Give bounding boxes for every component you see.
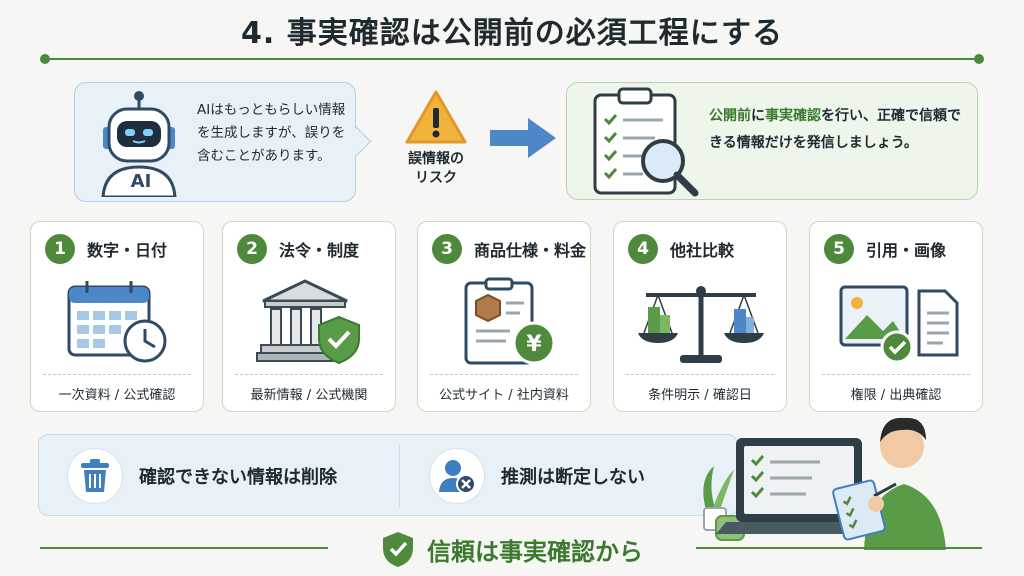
warning-icon [405,90,467,144]
card-product-spec-price: 3 商品仕様・料金 ¥ 公式サイト / 社内資料 [417,221,591,412]
robot-icon [101,91,177,197]
card-footnote: 権限 / 出典確認 [850,388,942,403]
rule-delete-text: 確認できない情報は削除 [139,467,337,488]
footer-rule-right [696,547,982,549]
card-title: 数字・日付 [87,241,168,260]
card-numbers-dates: 1 数字・日付 一次資料 / 公式確認 [30,221,204,412]
card-number: 5 [824,234,854,264]
trash-icon [81,459,109,492]
card-divider [43,374,191,375]
card-divider [626,374,774,375]
card-laws-systems: 2 法令・制度 最新情報 / 公式機関 [222,221,396,412]
card-number: 1 [45,234,75,264]
rule-no-speculation-text: 推測は断定しない [501,467,645,488]
card-divider [430,374,578,375]
ai-panel: AI AIはもっともらしい情報を生成しますが、誤りを含むことがあります。 [74,82,356,202]
card-title: 他社比較 [670,241,735,260]
risk-label: 誤情報の リスク [408,151,464,186]
card-title: 商品仕様・料金 [474,241,587,260]
risk-block: 誤情報の リスク [396,88,476,200]
card-footnote: 最新情報 / 公式機関 [250,388,368,403]
highlight-before-publish: 公開前 [709,108,751,124]
fact-check-panel: 公開前に事実確認を行い、正確で信頼できる情報だけを発信しましょう。 [566,82,978,200]
card-citations-images: 5 引用・画像 権限 / 出典確認 [809,221,983,412]
card-number: 2 [237,234,267,264]
robot-ai-label: AI [130,171,152,192]
person-reviewing-illustration [703,417,946,550]
fact-check-text: 公開前に事実確認を行い、正確で信頼できる情報だけを発信しましょう。 [709,103,971,157]
balance-scale-icon [638,286,764,363]
page-title: 4. 事実確認は公開前の必須工程にする [240,16,783,51]
card-number: 3 [432,234,462,264]
spec-sheet-yen-icon: ¥ [464,277,556,365]
card-competitor-comparison: 4 他社比較 条件明示 / 確認日 [613,221,787,412]
shield-check-icon [383,532,413,567]
card-number: 4 [628,234,658,264]
ai-warning-text: AIはもっともらしい情報を生成しますが、誤りを含むことがあります。 [197,102,346,164]
rules-banner: 確認できない情報は削除 推測は断定しない [38,434,738,516]
title-divider [40,54,984,64]
card-footnote: 一次資料 / 公式確認 [58,388,176,403]
rule-delete-unverified: 確認できない情報は削除 [67,448,337,504]
card-footnote: 公式サイト / 社内資料 [439,388,569,403]
footer-rule-left [40,547,328,549]
highlight-fact-check: 事実確認 [765,108,821,124]
rule-no-speculation: 推測は断定しない [429,448,645,504]
government-building-shield-icon [256,279,360,365]
clipboard-magnifier-icon [593,87,699,197]
image-document-icon [839,285,959,364]
card-title: 法令・制度 [279,241,360,260]
svg-text:¥: ¥ [526,332,542,357]
footer-slogan: 信頼は事実確認から [320,530,704,568]
footer-text: 信頼は事実確認から [427,537,643,566]
card-divider [822,374,970,375]
banner-divider [399,445,400,507]
card-footnote: 条件明示 / 確認日 [648,388,752,403]
card-divider [235,374,383,375]
arrow-right-icon [490,118,556,158]
fact-check-text-rest: を行い、正確で信頼できる情報だけを発信しましょう。 [709,108,961,151]
fact-check-text-joiner: に [751,108,765,124]
card-title: 引用・画像 [866,241,947,260]
calendar-clock-icon [67,281,167,363]
user-x-icon [439,460,476,494]
